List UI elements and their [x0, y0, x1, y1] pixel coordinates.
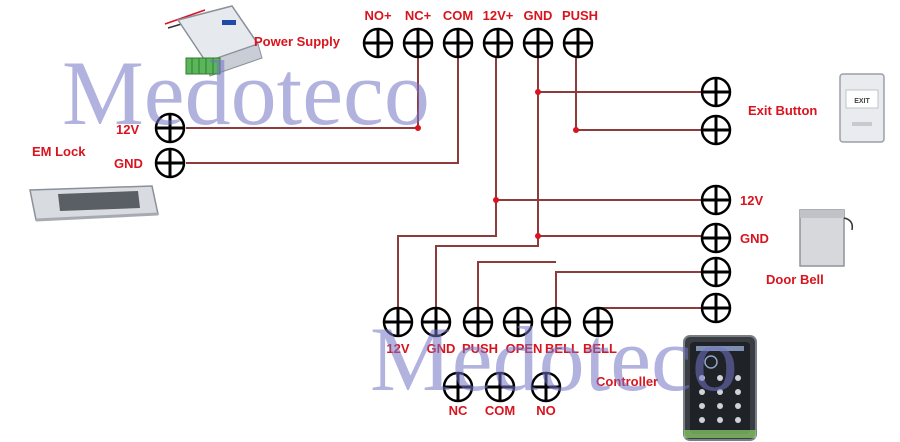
- ctrl-label-gnd: GND: [427, 341, 456, 356]
- ctrl-label-bell-1: BELL: [545, 341, 579, 356]
- ps-label-push: PUSH: [562, 8, 598, 23]
- power-supply-image: [164, 5, 263, 77]
- ctrl-label-push: PUSH: [462, 341, 498, 356]
- door-bell-image: [799, 209, 854, 267]
- bell-gnd-label: GND: [740, 231, 769, 246]
- ctrl-label-nc: NC: [449, 403, 468, 418]
- ctrl-label-no: NO: [536, 403, 556, 418]
- ctrl-label-bell-2: BELL: [583, 341, 617, 356]
- em-lock-image: [29, 185, 159, 222]
- wire-push-to-exit: [575, 57, 702, 131]
- ctrl-label-12v: 12V: [386, 341, 409, 356]
- exit-button-image: EXIT: [839, 73, 885, 143]
- bell-12v-terminal-icon: [700, 184, 732, 216]
- wire-push-to-controller: [555, 271, 702, 308]
- wire-controller-push: [477, 261, 556, 308]
- ps-terminal-gnd-icon: [522, 27, 554, 59]
- ps-terminal-push-icon: [562, 27, 594, 59]
- wires: [186, 57, 702, 320]
- bell-terminal-3-icon: [700, 256, 732, 288]
- ps-label-gnd: GND: [524, 8, 553, 23]
- bell-12v-label: 12V: [740, 193, 763, 208]
- controller-terminals: 12V GND PUSH OPEN BELL BELL NC COM NO: [382, 306, 617, 418]
- ctrl-label-open: OPEN: [506, 341, 543, 356]
- bell-gnd-terminal-icon: [700, 222, 732, 254]
- wire-12v-to-controller: [397, 57, 497, 308]
- ps-terminal-com-icon: [442, 27, 474, 59]
- ps-label-com: COM: [443, 8, 473, 23]
- exit-terminal-1-icon: [700, 76, 732, 108]
- em-lock-12v-label: 12V: [116, 122, 139, 137]
- exit-button-label: Exit Button: [748, 103, 817, 118]
- ps-label-12v: 12V+: [483, 8, 514, 23]
- keypad-image: [683, 335, 757, 441]
- power-supply-terminals: NO+ NC+ COM 12V+ GND PUSH: [362, 8, 598, 59]
- door-bell-label: Door Bell: [766, 272, 824, 287]
- em-lock-label: EM Lock: [32, 144, 86, 159]
- power-supply-label: Power Supply: [254, 34, 341, 49]
- controller-label: Controller: [596, 374, 658, 389]
- exit-terminal-2-icon: [700, 114, 732, 146]
- exit-device-text: EXIT: [854, 98, 870, 105]
- wire-em-gnd-to-com: [186, 57, 459, 164]
- ps-label-no: NO+: [364, 8, 392, 23]
- ps-terminal-12v-icon: [482, 27, 514, 59]
- wire-gnd-to-controller: [435, 57, 539, 308]
- ps-label-nc: NC+: [405, 8, 432, 23]
- watermark-top: Medoteco: [62, 42, 430, 144]
- em-lock-gnd-terminal-icon: [154, 147, 186, 179]
- ctrl-label-com: COM: [485, 403, 515, 418]
- em-lock-gnd-label: GND: [114, 156, 143, 171]
- watermark-bottom: Medoteco: [370, 308, 738, 410]
